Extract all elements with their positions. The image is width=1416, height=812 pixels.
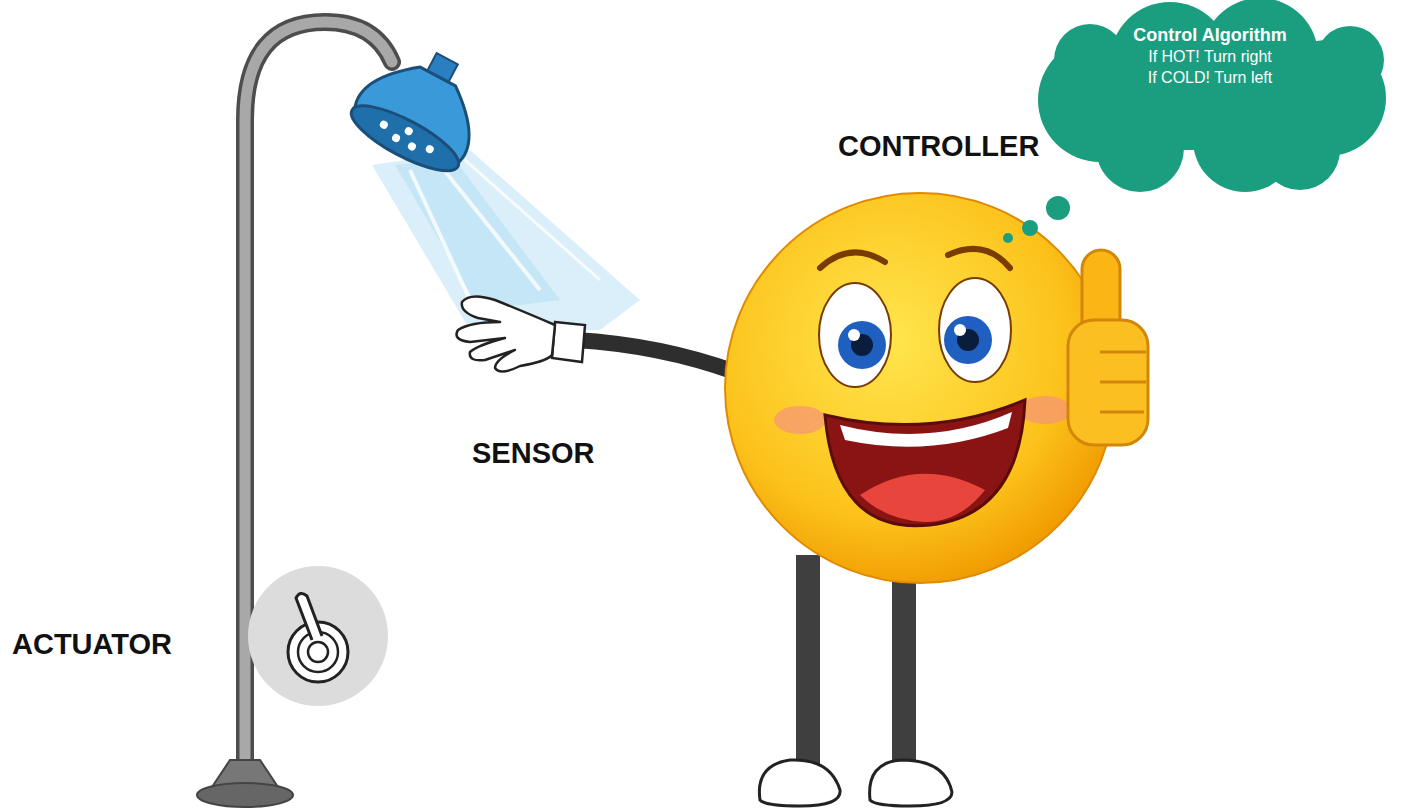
sensor-hand [457,296,736,372]
valve-symbol [248,566,388,706]
thought-dots [1003,196,1070,243]
actuator-label: ACTUATOR [12,628,172,661]
rule-text: If COLD! Turn left [1148,68,1272,89]
thought-cloud: Control AlgorithmIf HOT! Turn rightIf CO… [1030,0,1390,196]
controller-legs [759,555,952,806]
rule-text: If HOT! Turn right [1148,47,1272,68]
controller-face [725,193,1115,583]
thumbs-up-hand [1068,250,1148,445]
water-spray [372,150,640,330]
shower-head [343,30,500,182]
shower-pole [197,22,392,807]
algorithm-heading: Control Algorithm [1133,24,1286,47]
controller-label: CONTROLLER [838,130,1039,163]
sensor-label: SENSOR [472,437,594,470]
